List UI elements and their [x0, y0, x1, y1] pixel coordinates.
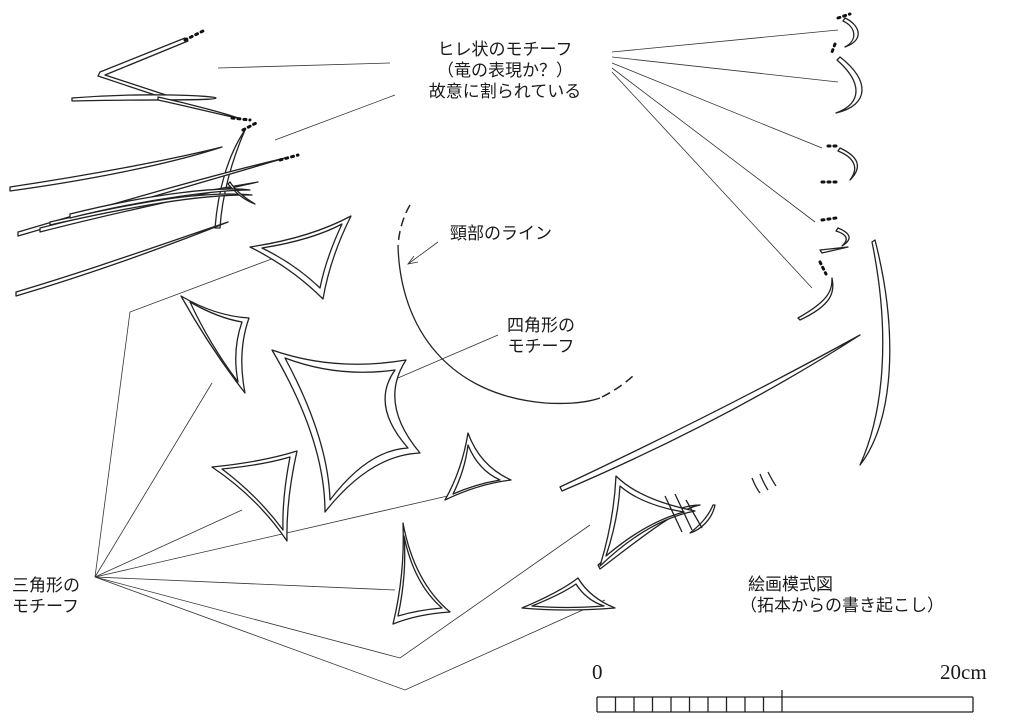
- triangle-motif-label-line2: モチーフ: [12, 597, 79, 617]
- fin-motif-label-line2: （竜の表現か？）: [437, 61, 573, 81]
- neck-line-arrow: [407, 241, 439, 265]
- fin-motifs-right: [797, 12, 891, 466]
- triangle-motif-label: 三角形の モチーフ: [12, 576, 80, 618]
- square-motif-label-line2: モチーフ: [507, 337, 575, 357]
- caption-line2: （拓本からの書き起こし）: [740, 596, 944, 616]
- fin-motif-label-line3: 故意に割られている: [428, 82, 582, 102]
- neck-line-label: 頸部のライン: [450, 224, 552, 244]
- long-strokes: [559, 334, 861, 570]
- fin-motif-label-line1: ヒレ状のモチーフ: [437, 40, 573, 60]
- caption: 絵画模式図 （拓本からの書き起こし）: [740, 575, 944, 617]
- scale-bar: [596, 690, 974, 713]
- caption-line1: 絵画模式図: [748, 575, 833, 595]
- square-motif: [271, 349, 421, 513]
- triangle-motifs: [180, 215, 696, 625]
- scale-start-label: 0: [592, 660, 603, 684]
- scale-end-label: 20cm: [940, 660, 987, 684]
- triangle-motif-leaders: [94, 253, 606, 691]
- hatch-marks: [664, 471, 777, 533]
- fin-motif-leaders: [217, 29, 839, 289]
- neck-line-arc: [397, 204, 635, 405]
- square-motif-label-line1: 四角形の: [507, 316, 575, 336]
- fin-motif-label: ヒレ状のモチーフ （竜の表現か？） 故意に割られている: [400, 40, 610, 103]
- fin-motifs-left: [9, 28, 300, 297]
- triangle-motif-label-line1: 三角形の: [12, 576, 80, 596]
- square-motif-label: 四角形の モチーフ: [495, 316, 587, 358]
